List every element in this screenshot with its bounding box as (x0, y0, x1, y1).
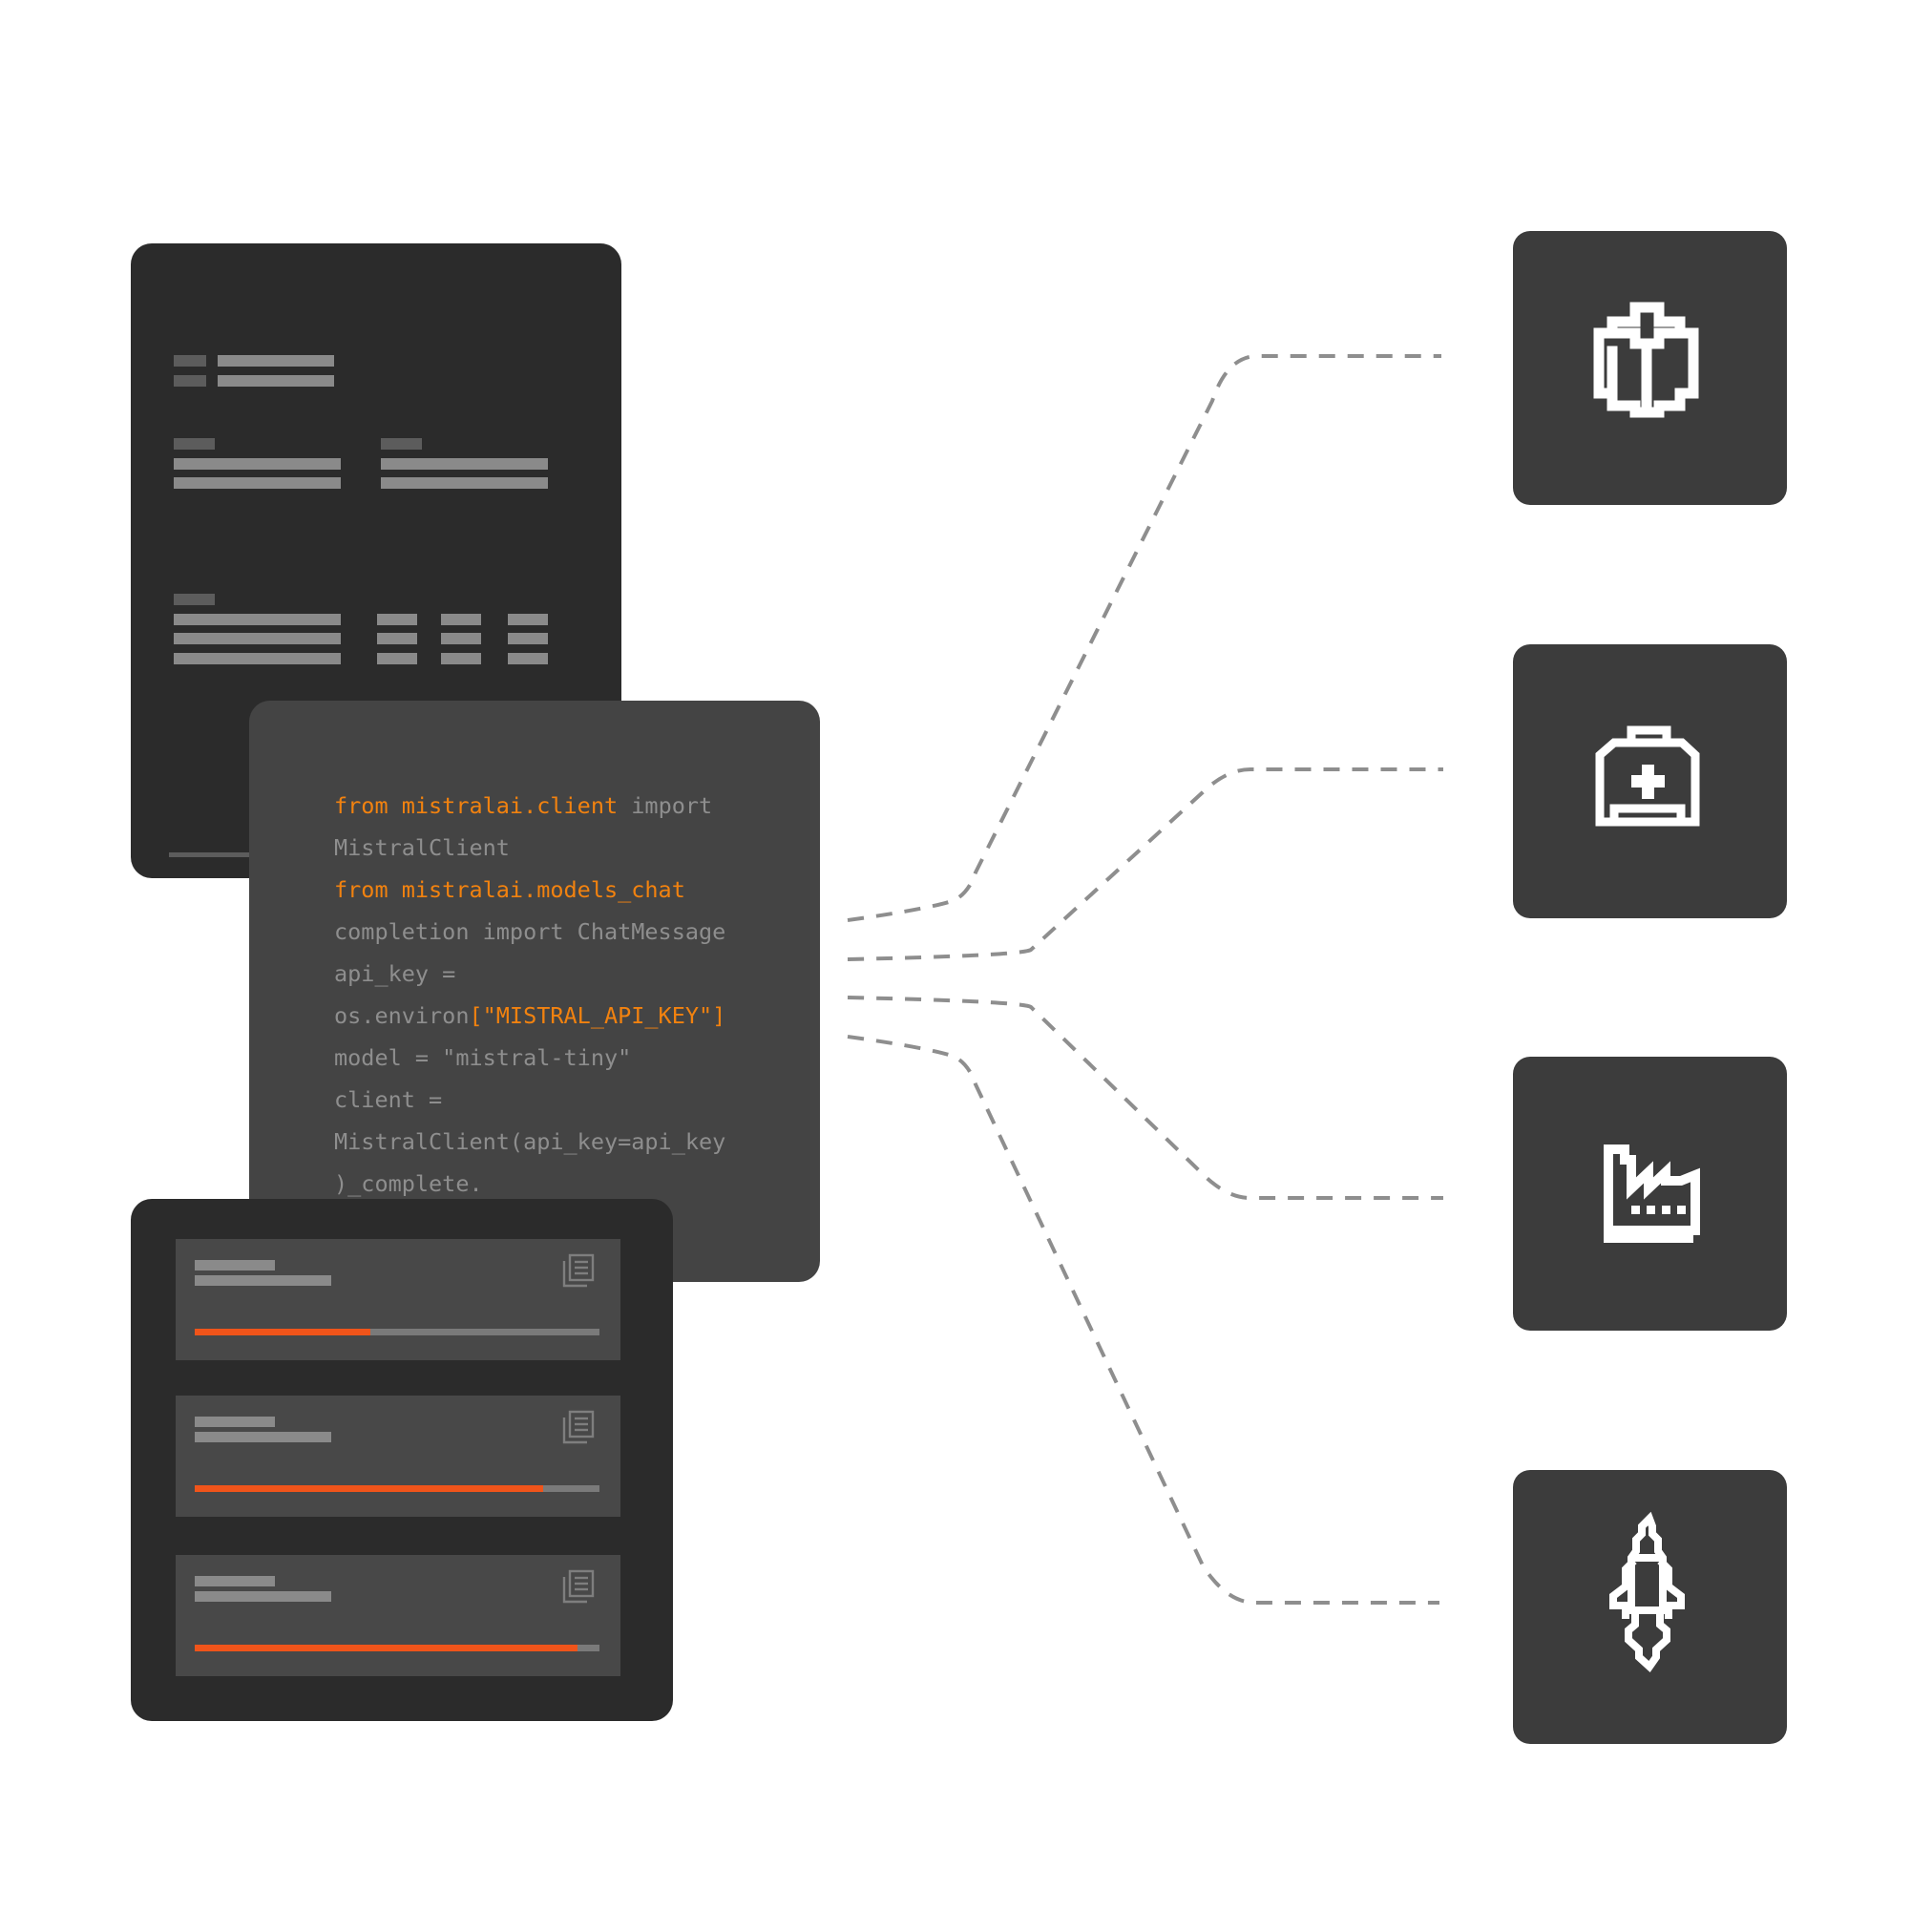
doc-placeholder-bar (218, 375, 334, 387)
doc-placeholder-bar (174, 375, 206, 387)
tile-factory (1513, 1057, 1787, 1331)
connector-to-rocket (847, 1035, 1439, 1605)
document-stack-icon (562, 1410, 595, 1444)
progress-fill (195, 1329, 371, 1335)
code-line: from mistralai.models_chat (334, 869, 725, 911)
code-text: completion import ChatMessage (334, 918, 726, 945)
tile-cube (1513, 231, 1787, 505)
card-title-placeholder (195, 1260, 275, 1270)
doc-placeholder-bar (441, 653, 481, 664)
doc-placeholder-bar (508, 614, 548, 625)
card-subtitle-placeholder (195, 1275, 331, 1286)
code-keyword: from mistralai.models_chat (334, 876, 685, 903)
card-title-placeholder (195, 1576, 275, 1586)
connector-to-factory (847, 996, 1443, 1200)
card-title-placeholder (195, 1417, 275, 1427)
code-line: os.environ["MISTRAL_API_KEY"] (334, 995, 725, 1037)
doc-placeholder-bar (174, 458, 341, 470)
progress-bar (195, 1645, 599, 1651)
progress-bar (195, 1329, 599, 1335)
doc-placeholder-bar (174, 614, 341, 625)
progress-card (176, 1239, 620, 1360)
code-line: MistralClient(api_key=api_key (334, 1121, 725, 1163)
doc-placeholder-bar (377, 633, 417, 644)
doc-placeholder-bar (508, 633, 548, 644)
doc-placeholder-bar (218, 355, 334, 367)
document-stack-icon (562, 1253, 595, 1288)
progress-card (176, 1555, 620, 1676)
progress-card (176, 1396, 620, 1517)
document-stack-icon (562, 1569, 595, 1604)
code-text: import (618, 792, 713, 819)
doc-placeholder-bar (174, 477, 341, 489)
factory-icon (1604, 1144, 1700, 1243)
code-keyword: from mistralai.client (334, 792, 619, 819)
connector-to-cube (847, 354, 1441, 922)
progress-bar (195, 1485, 599, 1492)
first-aid-kit-icon (1595, 725, 1700, 827)
card-subtitle-placeholder (195, 1591, 331, 1602)
code-text: model = "mistral-tiny" (334, 1044, 632, 1071)
progress-fill (195, 1645, 578, 1651)
code-line: api_key = (334, 953, 725, 995)
doc-placeholder-bar (377, 653, 417, 664)
code-text: MistralClient (334, 834, 510, 861)
progress-fill (195, 1485, 543, 1492)
code-text: MistralClient(api_key=api_key (334, 1128, 726, 1155)
doc-placeholder-bar (174, 633, 341, 644)
doc-placeholder-bar (174, 438, 215, 450)
doc-placeholder-bar (174, 653, 341, 664)
doc-placeholder-bar (174, 594, 215, 605)
tile-rocket (1513, 1470, 1787, 1744)
tile-first-aid (1513, 644, 1787, 918)
code-keyword: ["MISTRAL_API_KEY"] (469, 1002, 726, 1029)
doc-scrollbar (169, 852, 255, 857)
code-line: from mistralai.client import (334, 785, 725, 827)
code-text: client = (334, 1086, 443, 1113)
doc-placeholder-bar (377, 614, 417, 625)
connector-to-first-aid (847, 767, 1443, 961)
doc-placeholder-bar (381, 438, 422, 450)
code-line: MistralClient (334, 827, 725, 869)
code-line: completion import ChatMessage (334, 911, 725, 953)
doc-placeholder-bar (381, 458, 548, 470)
doc-placeholder-bar (174, 355, 206, 367)
doc-placeholder-bar (441, 633, 481, 644)
card-subtitle-placeholder (195, 1432, 331, 1442)
rocket-icon (1609, 1511, 1685, 1673)
code-text: os.environ (334, 1002, 470, 1029)
doc-placeholder-bar (381, 477, 548, 489)
code-line: )_complete. (334, 1163, 725, 1205)
code-line: model = "mistral-tiny" (334, 1037, 725, 1079)
progress-panel (131, 1199, 673, 1721)
doc-placeholder-bar (441, 614, 481, 625)
code-text: api_key = (334, 960, 456, 987)
code-text: )_complete. (334, 1170, 483, 1197)
code-line: client = (334, 1079, 725, 1121)
cube-icon (1593, 302, 1699, 418)
doc-placeholder-bar (508, 653, 548, 664)
